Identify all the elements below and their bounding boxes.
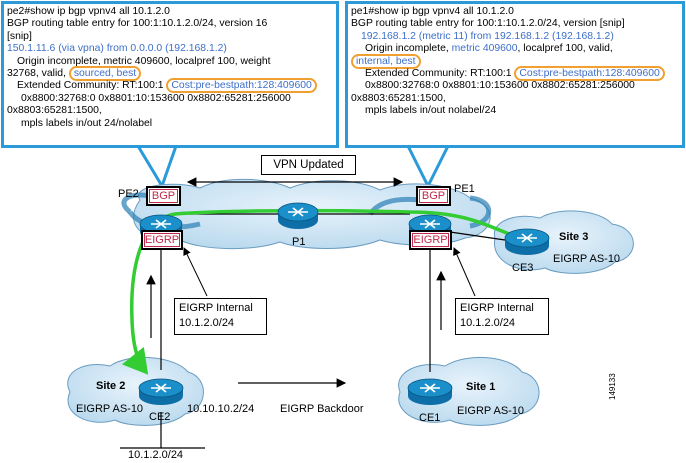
p1-label: P1 — [292, 236, 306, 248]
pe2-cli-line-4: 150.1.11.6 (via vpna) from 0.0.0.0 (192.… — [7, 43, 227, 55]
pe2-bgp-tag-border — [149, 189, 178, 203]
pe2-ext-community-text: Extended Community: RT:100:1 — [17, 80, 167, 92]
ce2-label: CE2 — [149, 411, 171, 423]
pe1-cli-line-2: BGP routing table entry for 100:1:10.1.2… — [351, 18, 625, 30]
site2-cloud — [67, 356, 204, 426]
pe2-cli-line-9: 0x8803:65281:1500, — [7, 105, 102, 117]
link-pe1-ce3 — [449, 231, 506, 241]
site2-as-label: EIGRP AS-10 — [76, 403, 144, 415]
router-ce3 — [504, 228, 550, 255]
pe1-cli-line-8: 0x8803:65281:1500, — [351, 92, 446, 104]
pe1-cli-line-5: internal, best — [351, 53, 679, 69]
pe1-cli-line-7: 0x8800:32768:0 0x8801:10:153600 0x8802:6… — [365, 80, 635, 92]
site1-cloud — [398, 356, 540, 426]
router-ce2 — [138, 378, 184, 405]
pe2-cli-line-6: 32768, valid, sourced, best — [7, 65, 333, 81]
pe2-eigrp-text: EIGRP — [144, 234, 180, 246]
pe2-cli-line-8: 0x8800:32768:0 0x8801:10:153600 0x8802:6… — [21, 92, 291, 104]
pe1-eigrp-tag-border — [412, 233, 449, 247]
eigrp-internal-left-line1: EIGRP Internal — [179, 302, 253, 314]
pe1-cli-line-6: Extended Community: RT:100:1 Cost:pre-be… — [351, 65, 679, 81]
pe1-metric-text: metric 409600 — [451, 43, 518, 55]
pe1-bgp-tag: BGP — [416, 186, 451, 206]
pe2-bgp-tag: BGP — [146, 186, 181, 206]
site2-label: Site 2 — [96, 380, 126, 392]
eigrp-internal-right-pointer — [453, 247, 476, 297]
eigrp-internal-left-line2: 10.1.2.0/24 — [179, 317, 235, 329]
link-ip-label: 10.10.10.2/24 — [187, 403, 255, 415]
pe2-cli-line-3: [snip] — [7, 30, 32, 42]
pe1-callout-pointer — [405, 144, 451, 190]
pe1-cli-line-3: 192.168.1.2 (metric 11) from 192.168.1.2… — [361, 30, 614, 42]
pe1-ext-community-text: Extended Community: RT:100:1 — [365, 67, 515, 79]
vpn-updated-text: VPN Updated — [273, 159, 344, 171]
pe2-cost-highlight: Cost:pre-bestpath:128:409600 — [166, 78, 317, 94]
eigrp-internal-right-box: EIGRP Internal 10.1.2.0/24 — [455, 298, 549, 335]
pe2-loop-arrow — [121, 192, 151, 214]
pe1-label: PE1 — [454, 183, 475, 195]
pe2-bgp-text: BGP — [151, 190, 176, 202]
pe1-cli-output: pe1#show ip bgp vpnv4 all 10.1.2.0 BGP r… — [345, 1, 685, 148]
eigrp-internal-left-pointer — [183, 247, 208, 297]
pe1-bgp-text: BGP — [421, 190, 446, 202]
site3-cloud — [493, 210, 634, 274]
pe1-cost-highlight: Cost:pre-bestpath:128:409600 — [514, 65, 665, 81]
pe1-bgp-tag-border — [419, 189, 448, 203]
pe2-cli-output: pe2#show ip bgp vpnv4 all 10.1.2.0 BGP r… — [1, 1, 339, 148]
route-path-ce3-to-pe1-to-pe2-to-ce2 — [121, 208, 521, 375]
pe1-localpref-text: , localpref 100, valid, — [517, 43, 613, 55]
pe1-origin-text: Origin incomplete, — [365, 43, 452, 55]
pe2-cli-line-10: mpls labels in/out 24/nolabel — [21, 117, 153, 129]
pe1-eigrp-tag: EIGRP — [409, 230, 452, 250]
eigrp-internal-left-box: EIGRP Internal 10.1.2.0/24 — [174, 298, 267, 335]
router-p1 — [277, 202, 319, 229]
pe2-eigrp-tag-border — [144, 233, 180, 247]
lan-prefix-label: 10.1.2.0/24 — [128, 449, 184, 461]
backdoor-label: EIGRP Backdoor — [280, 403, 364, 415]
site3-label: Site 3 — [559, 231, 589, 243]
site3-as-label: EIGRP AS-10 — [553, 253, 621, 265]
pe2-cli-line-5: Origin incomplete, metric 409600, localp… — [17, 55, 271, 67]
pe1-internal-best-highlight: internal, best — [351, 53, 421, 69]
pe2-cli-line-2: BGP routing table entry for 100:1:10.1.2… — [7, 18, 268, 30]
pe1-loop-arrow — [469, 195, 492, 229]
vpn-updated-label: VPN Updated — [261, 155, 356, 175]
ce1-label: CE1 — [419, 412, 441, 424]
pe2-sourced-best-highlight: sourced, best — [68, 65, 142, 81]
pe2-label: PE2 — [118, 188, 139, 200]
site1-label: Site 1 — [466, 381, 496, 393]
site1-as-label: EIGRP AS-10 — [457, 405, 525, 417]
pe1-cli-line-1: pe1#show ip bgp vpnv4 all 10.1.2.0 — [351, 6, 514, 17]
eigrp-internal-right-line1: EIGRP Internal — [460, 302, 534, 314]
pe1-cli-line-4: Origin incomplete, metric 409600, localp… — [351, 43, 679, 55]
pe2-eigrp-tag: EIGRP — [141, 230, 183, 250]
pe2-valid-text: 32768, valid, — [7, 67, 69, 79]
pe2-cli-line-7: Extended Community: RT:100:1 Cost:pre-be… — [7, 78, 333, 94]
eigrp-internal-right-line2: 10.1.2.0/24 — [460, 317, 516, 329]
figure-id-label: 149133 — [608, 373, 617, 400]
router-ce1 — [407, 378, 453, 405]
pe1-cli-line-9: mpls labels in/out nolabel/24 — [365, 105, 497, 117]
ce3-label: CE3 — [512, 262, 534, 274]
pe1-eigrp-text: EIGRP — [413, 234, 448, 246]
pe2-callout-pointer — [135, 144, 179, 190]
pe2-cli-line-1: pe2#show ip bgp vpnv4 all 10.1.2.0 — [7, 6, 170, 17]
